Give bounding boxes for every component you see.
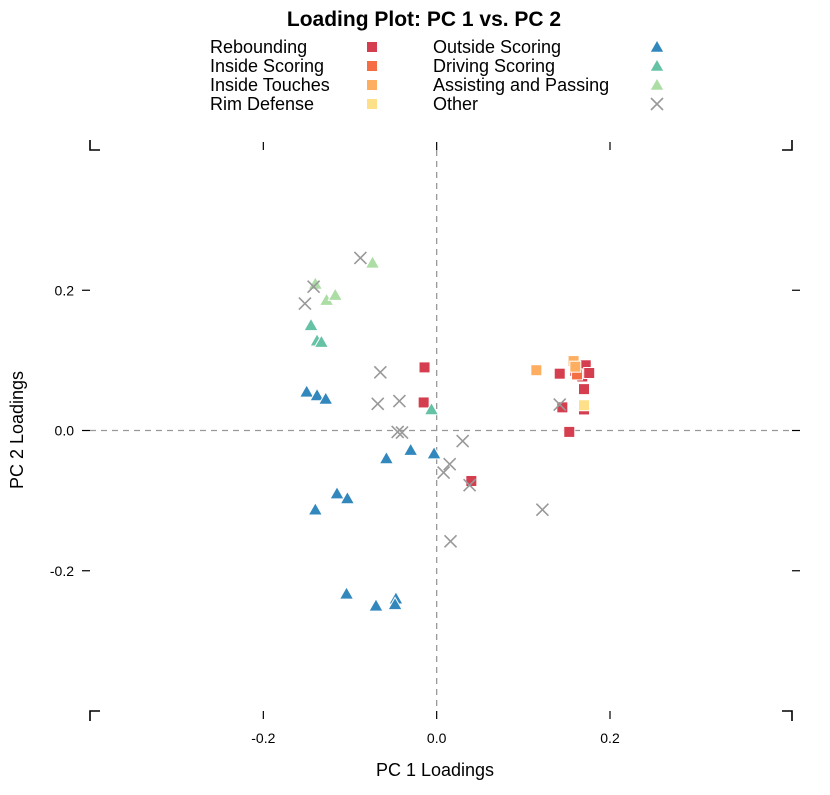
data-point — [578, 383, 590, 396]
data-point — [553, 367, 566, 380]
legend-marker — [366, 41, 378, 53]
data-point — [535, 503, 549, 517]
frame-corner-top-right — [782, 140, 793, 151]
data-point — [387, 596, 403, 611]
data-point — [339, 490, 356, 505]
data-point — [418, 361, 431, 374]
series-rim-defense — [578, 399, 590, 412]
frame-corner-bottom-right — [782, 710, 793, 721]
series-inside-touches — [530, 355, 582, 377]
legend-marker — [366, 98, 378, 110]
data-points — [298, 251, 596, 612]
data-point — [392, 394, 406, 408]
data-point — [456, 434, 470, 448]
data-point — [583, 366, 596, 379]
x-tick-label: 0.0 — [427, 730, 447, 746]
data-point — [426, 445, 442, 460]
data-point — [338, 585, 355, 600]
data-point — [298, 297, 312, 311]
x-tick-label: -0.2 — [251, 730, 275, 746]
legend-label: Assisting and Passing — [433, 75, 609, 95]
data-point — [417, 396, 430, 409]
frame-corner-bottom-left — [89, 710, 100, 721]
data-point — [443, 534, 458, 548]
data-point — [530, 364, 543, 377]
data-point — [563, 425, 576, 438]
data-point — [327, 287, 344, 301]
y-tick-label: 0.2 — [55, 282, 75, 298]
frame-corner-top-left — [89, 140, 100, 151]
legend-marker — [650, 97, 664, 111]
legend-label: Rim Defense — [210, 94, 314, 114]
reference-lines — [90, 150, 792, 711]
data-point — [437, 466, 451, 480]
data-point — [373, 365, 387, 379]
data-point — [465, 474, 478, 487]
data-point — [298, 383, 315, 398]
legend-label: Driving Scoring — [433, 56, 555, 76]
y-tick-label: -0.2 — [50, 563, 74, 579]
chart-title: Loading Plot: PC 1 vs. PC 2 — [287, 8, 561, 31]
legend-label: Other — [433, 94, 478, 114]
data-point — [303, 317, 319, 332]
series-driving-scoring — [303, 317, 440, 416]
data-point — [368, 597, 384, 612]
legend-marker — [366, 60, 378, 72]
data-point — [553, 397, 567, 412]
data-point — [395, 426, 409, 440]
x-tick-label: 0.2 — [600, 730, 620, 746]
series-outside-scoring — [298, 383, 442, 612]
legend-marker — [366, 79, 378, 91]
data-point — [391, 425, 405, 439]
data-point — [353, 251, 367, 265]
series-assisting-and-passing — [307, 254, 381, 306]
data-point — [307, 280, 321, 294]
series-rebounding — [417, 359, 596, 487]
data-point — [307, 501, 324, 516]
legend-marker — [649, 76, 665, 91]
y-tick-label: 0.0 — [55, 423, 75, 439]
legend-label: Inside Touches — [210, 75, 330, 95]
data-point — [569, 360, 582, 373]
data-point — [463, 478, 477, 492]
data-point — [443, 457, 457, 471]
legend-label: Outside Scoring — [433, 37, 561, 57]
data-point — [423, 401, 440, 416]
legend-marker — [649, 38, 665, 53]
legend-label: Inside Scoring — [210, 56, 324, 76]
legend-marker — [649, 57, 665, 72]
legend-label: Rebounding — [210, 37, 307, 57]
plot-frame — [89, 140, 793, 721]
y-axis-label: PC 2 Loadings — [7, 371, 27, 489]
series-other — [298, 251, 567, 548]
data-point — [309, 387, 325, 402]
data-point — [578, 399, 590, 412]
axis-ticks: -0.2 0.0 0.2 -0.2 0.0 0.2 — [50, 142, 800, 746]
x-axis-label: PC 1 Loadings — [376, 760, 494, 780]
data-point — [313, 334, 330, 348]
data-point — [402, 442, 419, 456]
data-point — [371, 397, 385, 411]
data-point — [329, 485, 345, 500]
data-point — [317, 390, 334, 405]
data-point — [364, 254, 381, 269]
data-point — [378, 450, 395, 465]
